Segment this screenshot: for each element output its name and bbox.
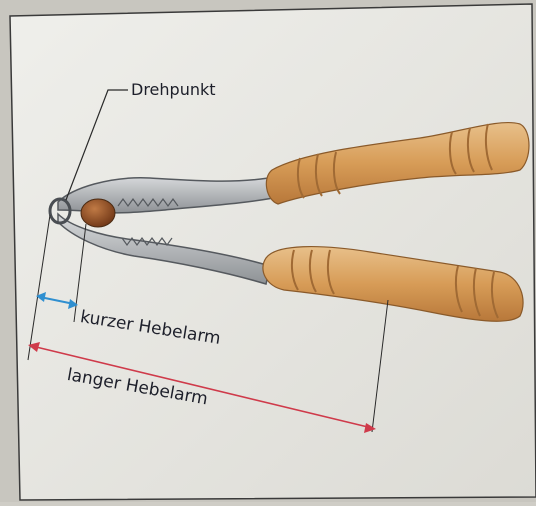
nut bbox=[81, 199, 115, 227]
pivot-label: Drehpunkt bbox=[131, 80, 216, 99]
